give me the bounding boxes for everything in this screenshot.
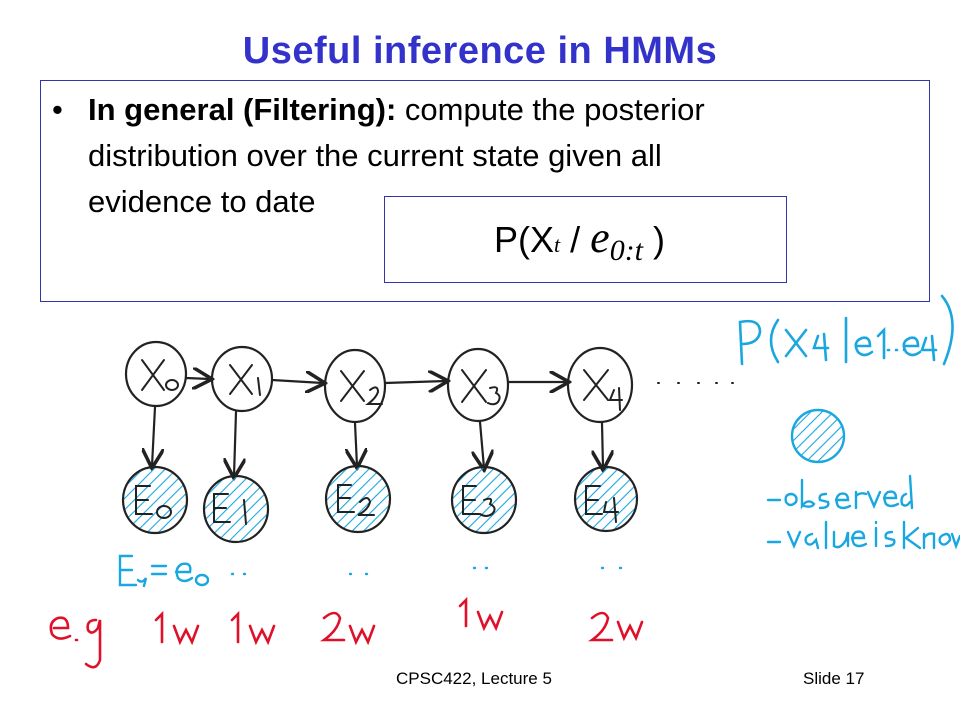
formula-sub-t: t [554,232,561,257]
bullet-line-1-rest: compute the posterior [396,92,705,127]
footer-slide-number: Slide 17 [803,669,865,688]
formula-p: P(X [494,219,555,260]
arrow-x4-e4 [602,421,603,468]
formula-box [384,196,787,283]
query-annotation [738,294,954,366]
legend-text [766,474,960,550]
arrow-x0-e0 [152,405,155,466]
bullet-bold-prefix: In general (Filtering): [88,92,397,127]
evidence-node-labels [135,484,619,525]
node-x0 [124,340,188,408]
slide-title: Useful inference in HMMs [242,30,718,72]
node-x4 [566,346,634,424]
formula-slash: / [560,219,591,260]
footer-course: CPSC422, Lecture 5 [396,669,552,688]
formula-range: 0:t [609,234,644,267]
node-x2 [323,348,387,424]
arrow-x1-e1 [234,410,236,476]
hidden-node-labels [141,359,734,411]
bullet-marker: • [52,92,63,127]
content-box [40,80,930,302]
red-example-values [49,596,644,669]
arrow-x1-x2 [270,380,323,383]
evidence-nodes [121,464,639,544]
arrow-x2-e2 [355,421,357,466]
node-e4 [573,465,639,533]
node-e0 [121,465,189,535]
filtering-formula: P(Xt / e0:t ) [494,212,665,268]
node-e1 [202,474,270,544]
hidden-state-chain [124,340,634,476]
arrow-x0-x1 [184,378,210,379]
arrow-x2-x3 [383,381,446,383]
formula-e: e [590,213,610,262]
bullet-line-3: evidence to date [88,184,316,219]
bullet-line-2: distribution over the current state give… [88,138,662,173]
arrow-x3-e3 [480,420,484,468]
node-x3 [446,347,510,423]
legend-observed-circle [790,408,846,464]
node-e2 [324,464,392,534]
bullet-line-1: In general (Filtering): compute the post… [88,92,705,128]
blue-evidence-note [118,554,623,588]
formula-close: ) [643,219,666,260]
